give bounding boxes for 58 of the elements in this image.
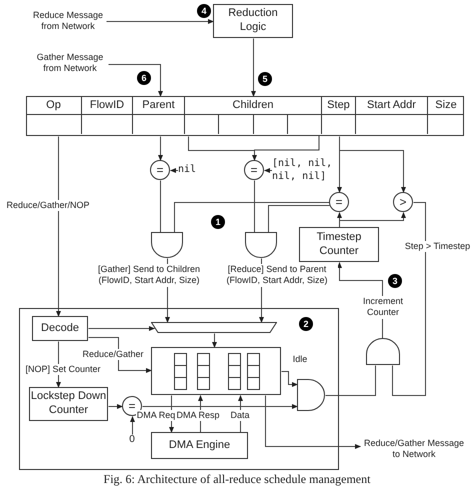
and-gate — [151, 232, 183, 258]
caption: Fig. 6: Architecture of all-reduce schedule management — [102, 473, 372, 485]
connector-line — [268, 205, 330, 233]
callout-number: 5 — [258, 72, 272, 86]
arrow — [264, 168, 273, 173]
connector-line — [392, 202, 426, 396]
arrow — [170, 168, 179, 173]
constant-text: 0 — [127, 434, 137, 448]
annotation-text: Gather Message from Network — [32, 52, 108, 78]
callout-number: 3 — [388, 274, 402, 288]
arrow — [265, 395, 361, 449]
and-gate — [366, 338, 400, 365]
column-header: Op — [46, 100, 61, 110]
arrow — [158, 136, 163, 161]
edge-label: DMA Req — [136, 410, 176, 422]
annotation-text: Reduce Message from Network — [30, 10, 106, 36]
arrow — [88, 326, 155, 331]
arrow — [130, 416, 135, 435]
process-box: Decode — [32, 316, 88, 341]
column-header: Parent — [142, 100, 175, 110]
callout-number: 6 — [137, 71, 151, 85]
and-gate — [245, 232, 277, 258]
callout-number: 1 — [211, 215, 225, 229]
arrow — [188, 136, 320, 161]
counter-box: Lockstep Down Counter — [29, 387, 108, 421]
callout-number: 4 — [197, 4, 211, 18]
edge-label: DMA Resp — [176, 410, 220, 422]
edge-label: Data — [229, 410, 251, 422]
arrow — [339, 212, 406, 228]
column-header: FlowID — [90, 100, 124, 110]
column-header: Children — [232, 100, 274, 110]
connector-line — [174, 202, 330, 233]
and-gate — [297, 379, 325, 411]
annotation-text: Reduce/Gather Message to Network — [360, 438, 468, 464]
column-header: Start Addr — [367, 100, 416, 110]
arrow — [281, 371, 298, 387]
edge-label: [NOP] Set Counter — [24, 364, 102, 376]
arrow — [212, 333, 217, 348]
column-header: Size — [435, 100, 457, 110]
arrow — [339, 136, 406, 193]
table-grid — [26, 96, 464, 136]
arrow — [108, 404, 123, 409]
module-frame — [19, 308, 339, 470]
process-box: DMA Engine — [151, 432, 248, 459]
counter-box: Timestep Counter — [299, 227, 379, 262]
column-header: Step — [327, 100, 350, 110]
arrow — [56, 136, 61, 317]
arrow — [251, 38, 256, 97]
arrow — [106, 19, 214, 24]
arrow — [88, 337, 152, 373]
multiplexer — [151, 322, 277, 333]
connector-line — [325, 365, 376, 396]
connector-line — [254, 180, 255, 233]
connector-line — [160, 180, 161, 233]
arrow — [142, 404, 298, 409]
callout-number: 2 — [299, 317, 313, 331]
arrow — [108, 64, 163, 97]
process-box: Reduction Logic — [213, 4, 293, 38]
